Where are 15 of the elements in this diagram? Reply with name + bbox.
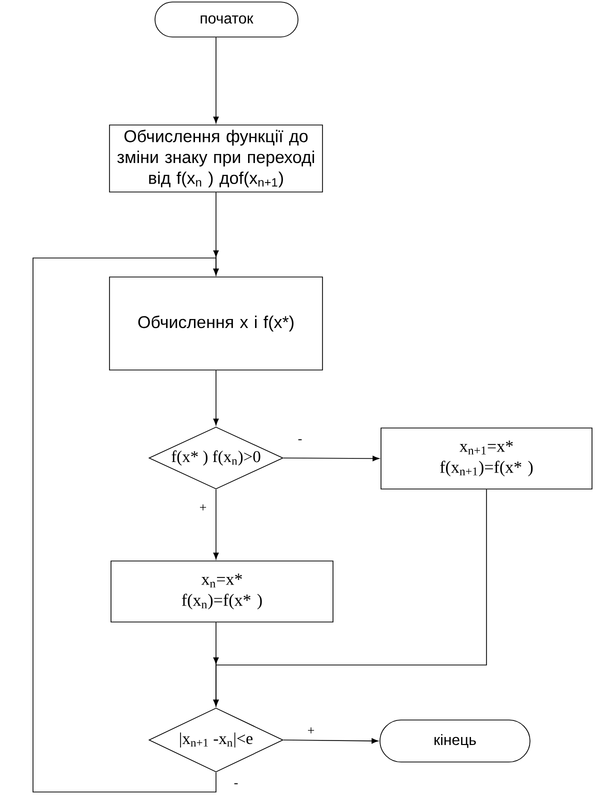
process-box: Обчислення функції до зміни знаку при переході від f(x$_{n}$ ) доf(x$_{n+1}$) bbox=[109, 124, 323, 192]
arrow bbox=[32, 250, 219, 792]
arrow bbox=[283, 456, 380, 462]
arrow bbox=[283, 738, 378, 744]
arrow bbox=[213, 37, 219, 124]
process-box: x$_{n}$=x* f(x$_{n}$)=f(x* ) bbox=[110, 560, 334, 622]
edge-label: + bbox=[306, 726, 316, 736]
process-box: Обчислення x і f(x*) bbox=[109, 276, 323, 370]
edge-label: + bbox=[198, 503, 208, 513]
arrow bbox=[213, 489, 219, 560]
edge-label: - bbox=[232, 782, 240, 788]
edge-label: - bbox=[296, 438, 304, 444]
process-box: x$_{n+1}$=x* f(x$_{n+1}$)=f(x* ) bbox=[380, 428, 592, 490]
arrow bbox=[213, 370, 219, 426]
arrow bbox=[213, 489, 487, 706]
